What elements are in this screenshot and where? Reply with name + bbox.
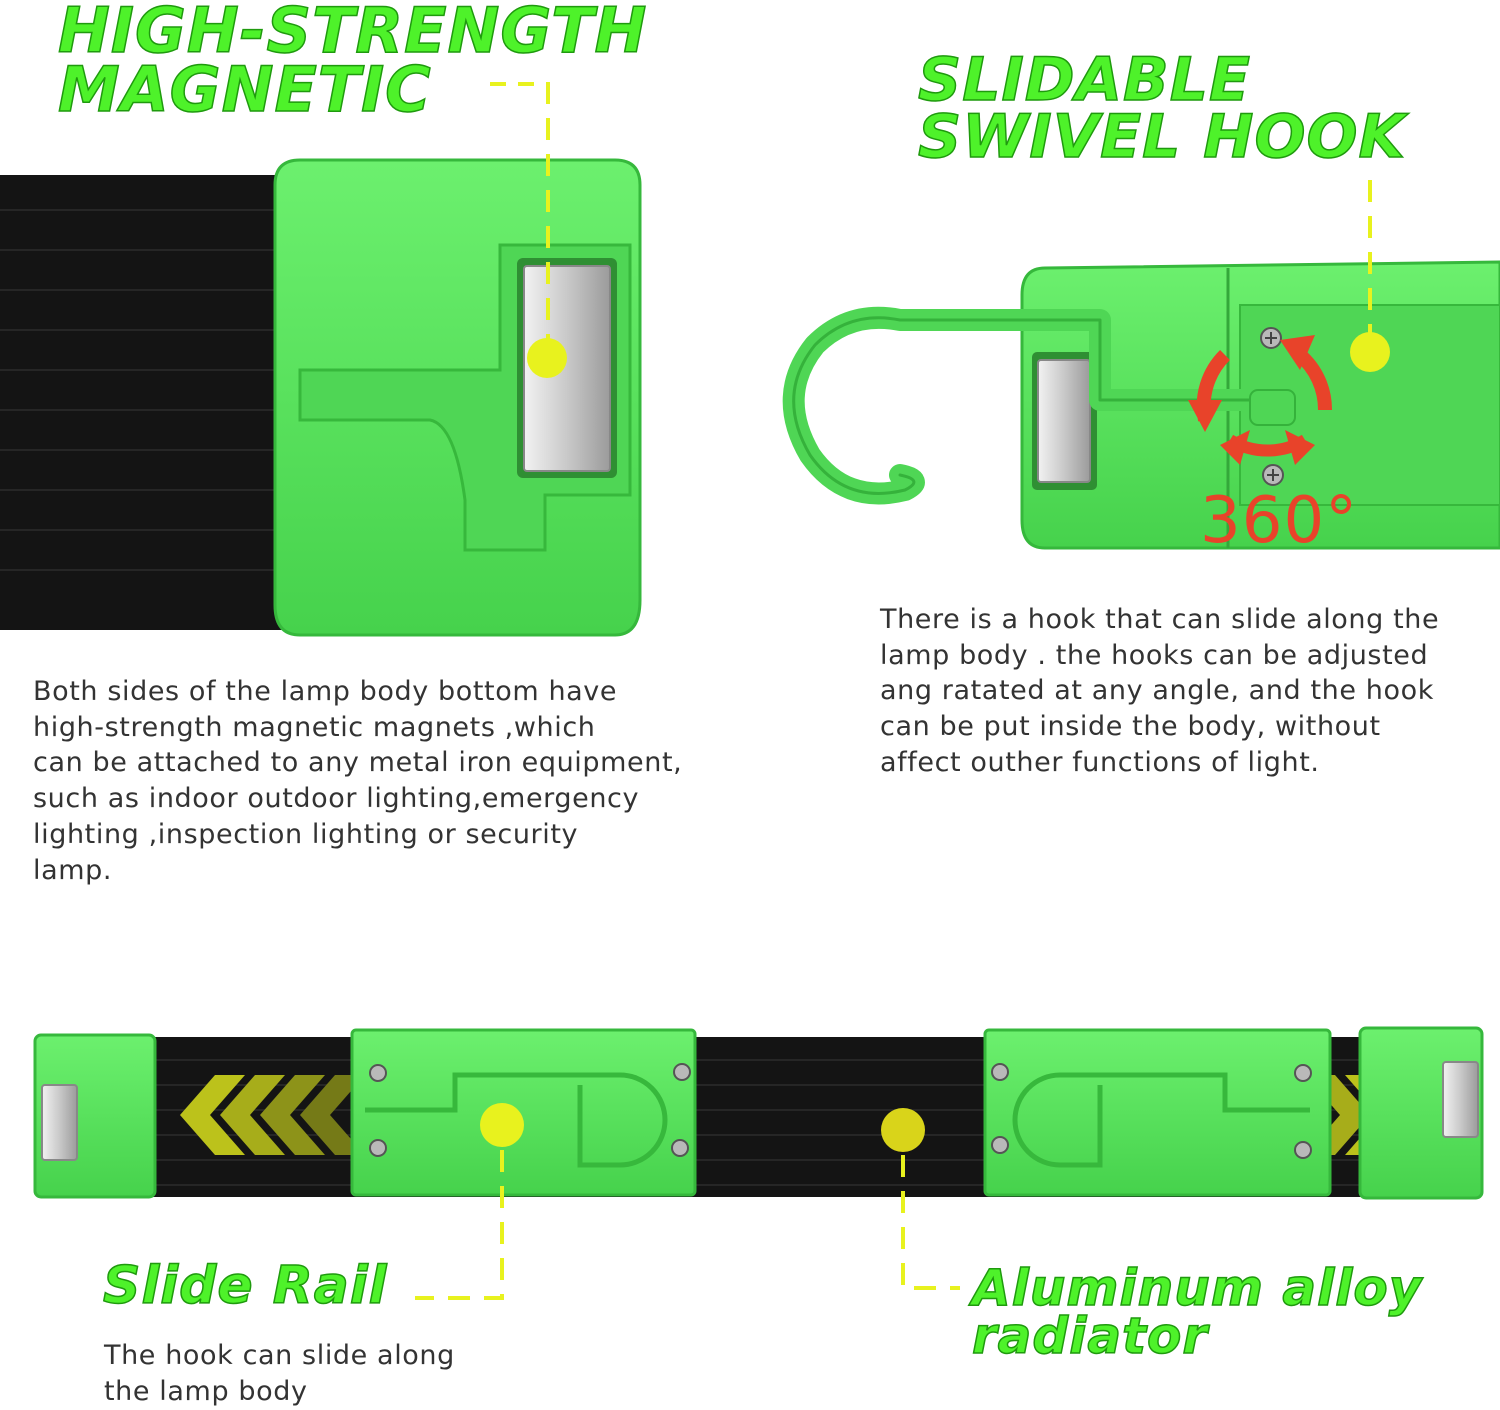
swivel-hook-closeup — [782, 180, 1500, 550]
full-lamp-topview — [33, 1026, 1484, 1300]
radiator-title: Aluminum alloy radiator — [971, 1259, 1423, 1365]
screw-icon — [991, 1063, 1009, 1081]
magnet-icon — [41, 1084, 78, 1161]
body-fins — [0, 209, 300, 571]
marker-dot-icon — [527, 338, 567, 378]
lamp-body-black — [0, 175, 300, 630]
swivel-joint — [1249, 389, 1296, 426]
chevron-left-icon — [180, 1075, 365, 1155]
hook-icon — [365, 1072, 668, 1168]
screw-icon — [369, 1064, 387, 1082]
swivel-hook-description: There is a hook that can slide along the… — [880, 604, 1440, 778]
magnet-icon — [523, 265, 611, 472]
marker-dot-icon — [881, 1108, 925, 1152]
magnetic-title: HIGH-STRENGTH MAGNETIC — [57, 0, 648, 126]
screw-icon — [991, 1136, 1009, 1154]
screw-icon — [673, 1063, 691, 1081]
screw-icon — [1294, 1064, 1312, 1082]
magnetic-description: Both sides of the lamp body bottom have … — [33, 676, 683, 886]
swivel-hook-title: SLIDABLE SWIVEL HOOK — [917, 45, 1406, 172]
rotate-arrows-icon — [1188, 335, 1333, 465]
screw-icon — [1294, 1141, 1312, 1159]
screw-icon — [671, 1139, 689, 1157]
left-hook-slider — [350, 1028, 697, 1197]
slide-rail-description: The hook can slide along the lamp body — [104, 1340, 455, 1407]
screw-icon — [1260, 327, 1282, 349]
hook-icon — [1012, 1072, 1310, 1168]
magnet-icon — [1442, 1061, 1479, 1138]
marker-dot-icon — [1350, 332, 1390, 372]
slide-rail-title: Slide Rail — [102, 1256, 388, 1316]
magnetic-endcap-closeup — [0, 82, 642, 637]
slide-rail-leader-line — [415, 1150, 504, 1300]
screw-icon — [1262, 464, 1284, 486]
marker-dot-icon — [480, 1103, 524, 1147]
magnet-icon — [1037, 359, 1091, 483]
right-hook-slider — [983, 1028, 1332, 1197]
radiator-leader-line — [901, 1155, 960, 1290]
screw-icon — [369, 1139, 387, 1157]
rotation-360-label: 360° — [1200, 484, 1359, 558]
